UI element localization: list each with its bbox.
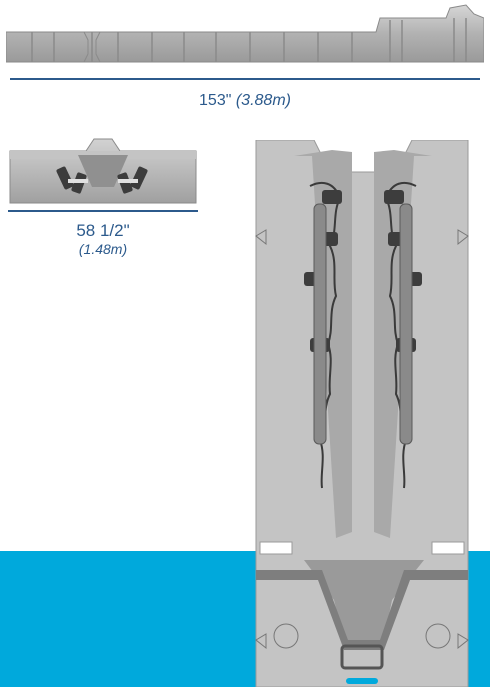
top-view-drawing — [255, 140, 469, 687]
width-label: 58 1/2" (1.48m) — [8, 222, 198, 258]
length-label: 153" (3.88m) — [0, 92, 490, 110]
width-imperial: 58 1/2" — [76, 221, 130, 240]
width-dimension-line — [8, 210, 198, 212]
side-view-drawing — [6, 4, 484, 63]
length-imperial: 153" — [199, 92, 232, 109]
width-metric: (1.48m) — [78, 241, 128, 257]
length-metric: (3.88m) — [235, 92, 291, 109]
front-view-drawing — [9, 138, 197, 204]
length-dimension-line — [10, 78, 480, 80]
